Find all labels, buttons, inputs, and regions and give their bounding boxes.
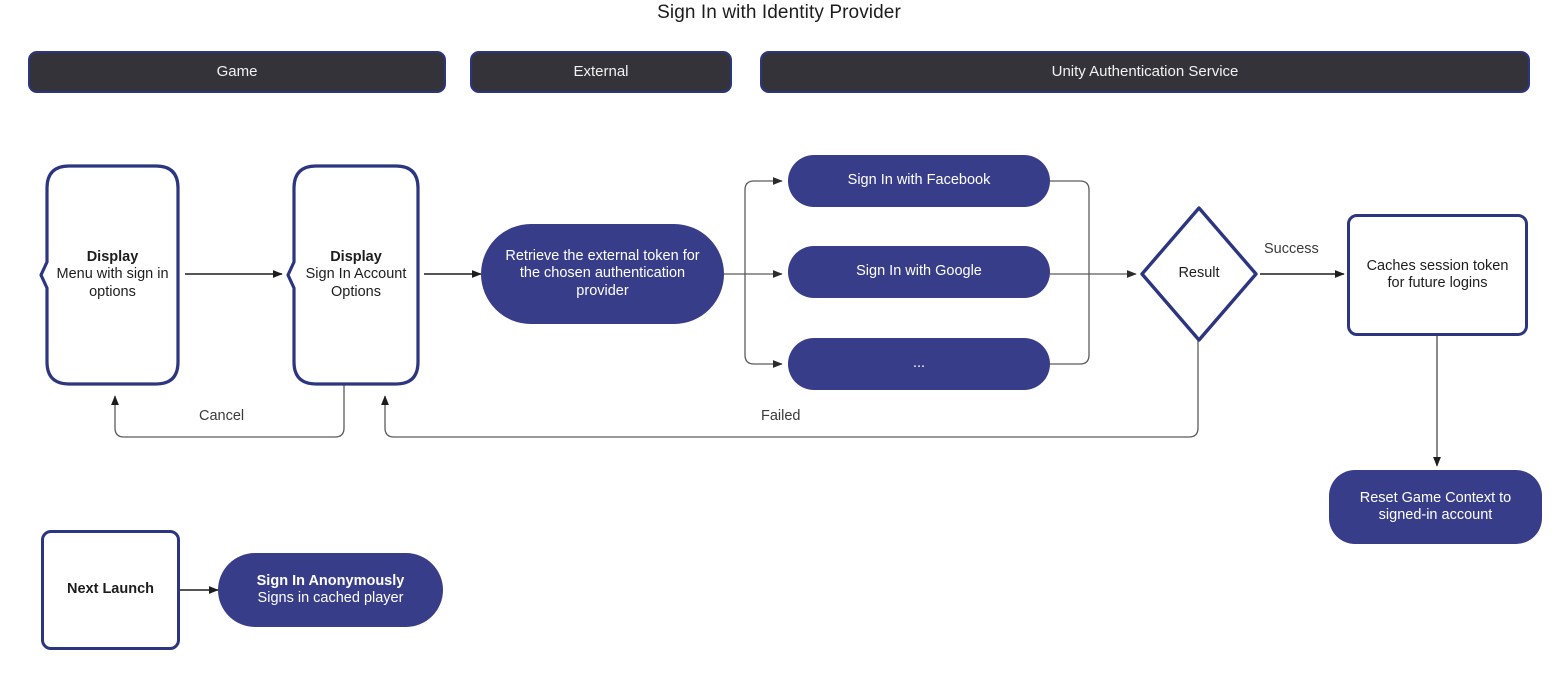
edge-label-cancel: Cancel xyxy=(199,408,245,424)
edge-label-failed: Failed xyxy=(761,408,801,424)
node-caches-session-token[interactable]: Caches session token for future logins xyxy=(1347,214,1528,336)
lane-header-external-label: External xyxy=(573,63,629,81)
node-display-signin-body: Sign In Account Options xyxy=(305,266,407,300)
lane-header-unity-label: Unity Authentication Service xyxy=(1051,63,1239,81)
node-sign-in-facebook[interactable]: Sign In with Facebook xyxy=(788,155,1050,207)
node-retrieve-external-token-label: Retrieve the external token for the chos… xyxy=(505,248,700,299)
node-display-signin-options[interactable]: Display Sign In Account Options xyxy=(286,158,426,392)
node-sign-in-google-label: Sign In with Google xyxy=(856,263,982,280)
lane-header-external: External xyxy=(470,51,732,93)
node-sign-in-anonymously-text: Sign In Anonymously Signs in cached play… xyxy=(228,573,433,607)
hexagon-shape xyxy=(39,164,180,386)
diagram-title: Sign In with Identity Provider xyxy=(657,2,901,23)
node-sign-in-other-label: ... xyxy=(912,355,926,372)
node-display-signin-head: Display xyxy=(330,249,382,266)
node-sign-in-anonymously-head: Sign In Anonymously xyxy=(256,572,405,589)
node-reset-game-context[interactable]: Reset Game Context to signed-in account xyxy=(1329,470,1542,544)
node-display-menu-head: Display xyxy=(86,249,139,266)
edge-label-success: Success xyxy=(1264,241,1319,257)
node-caches-session-token-label: Caches session token for future logins xyxy=(1366,257,1509,291)
node-sign-in-google[interactable]: Sign In with Google xyxy=(788,246,1050,298)
node-display-menu-body: Menu with sign in options xyxy=(56,266,169,300)
node-display-menu[interactable]: Display Menu with sign in options xyxy=(39,158,186,392)
node-retrieve-external-token[interactable]: Retrieve the external token for the chos… xyxy=(481,224,724,324)
node-next-launch[interactable]: Next Launch xyxy=(41,530,180,650)
node-reset-game-context-label: Reset Game Context to signed-in account xyxy=(1359,489,1512,523)
node-result-decision[interactable]: Result xyxy=(1136,202,1262,346)
lane-header-game-label: Game xyxy=(216,63,258,81)
node-result-label: Result xyxy=(1178,265,1220,282)
node-sign-in-facebook-label: Sign In with Facebook xyxy=(847,172,991,189)
lane-header-game: Game xyxy=(28,51,446,93)
node-display-menu-text: Display Menu with sign in options xyxy=(39,249,186,300)
node-display-signin-text: Display Sign In Account Options xyxy=(286,249,426,300)
diamond-shape xyxy=(1140,206,1258,342)
lane-header-unity-authentication-service: Unity Authentication Service xyxy=(760,51,1530,93)
node-sign-in-anonymously[interactable]: Sign In Anonymously Signs in cached play… xyxy=(218,553,443,627)
node-sign-in-other[interactable]: ... xyxy=(788,338,1050,390)
node-sign-in-anonymously-body: Signs in cached player xyxy=(257,590,404,606)
node-next-launch-label: Next Launch xyxy=(66,581,154,598)
